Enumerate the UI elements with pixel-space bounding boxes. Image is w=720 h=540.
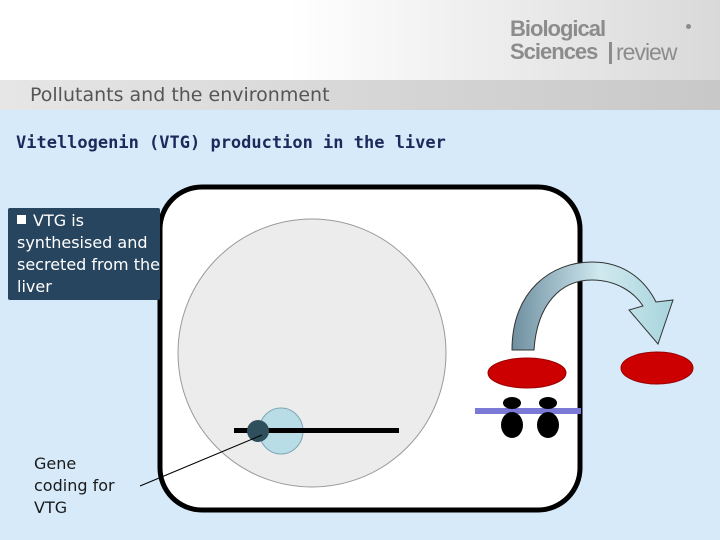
nucleus — [177, 218, 447, 488]
bullet-point: VTG is synthesised and secreted from the… — [17, 210, 162, 298]
section-subtitle: Pollutants and the environment — [30, 84, 330, 106]
receptor-bottom-left — [501, 412, 523, 438]
bullet-square-icon — [17, 215, 26, 224]
vtg-gene — [247, 420, 269, 442]
biological-sciences-review-logo: Biological Sciences review — [510, 16, 706, 66]
vtg-protein-inside — [487, 357, 567, 389]
bullet-text: VTG is synthesised and secreted from the… — [17, 211, 160, 296]
subtitle-strip — [0, 80, 720, 110]
receptor-top-left — [503, 397, 521, 409]
bullet-text-box — [8, 208, 160, 300]
logo-dot — [686, 24, 691, 29]
dna-strand — [234, 428, 399, 433]
secretion-arrow — [511, 261, 674, 351]
gene-pointer-line — [139, 434, 263, 487]
vtg-protein-secreted — [620, 351, 694, 385]
logo-word-review: review — [616, 39, 677, 65]
gene-label: Gene coding for VTG — [34, 454, 115, 517]
logo-divider — [609, 42, 612, 64]
logo-word-sciences: Sciences — [510, 39, 598, 64]
logo-word-biological: Biological — [510, 16, 606, 41]
receptor-bottom-right — [537, 412, 559, 438]
header-band — [0, 0, 720, 80]
cell-membrane-line — [475, 408, 581, 414]
receptor-top-right — [539, 397, 557, 409]
slide-title: Vitellogenin (VTG) production in the liv… — [16, 133, 446, 153]
